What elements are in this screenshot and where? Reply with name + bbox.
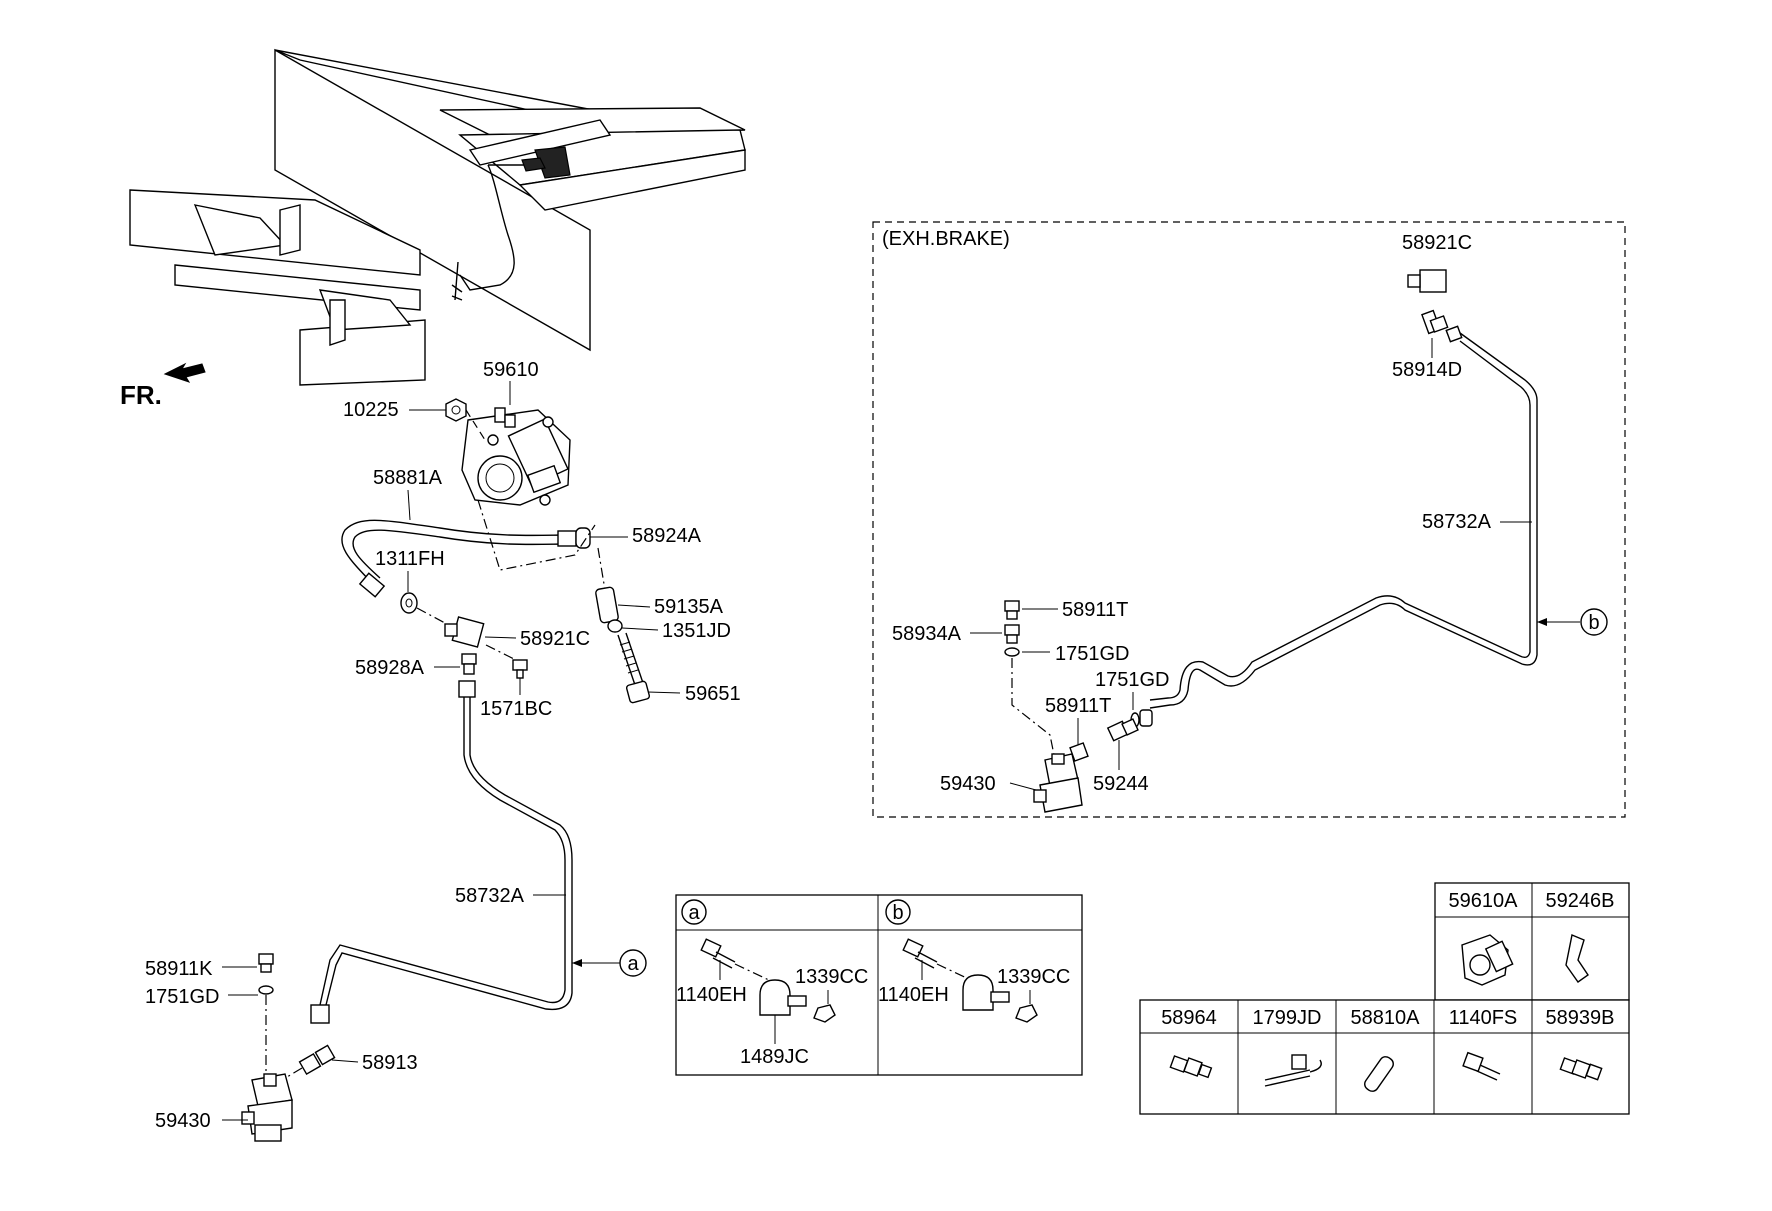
part-58911K-plug [258,953,274,973]
exh-label-58911T-top: 58911T [1062,599,1128,621]
label-1351JD: 1351JD [662,620,731,642]
exh-part-58934A [1004,624,1020,644]
front-arrow-icon [163,362,206,383]
part-1751GD-oring-left [258,985,274,995]
part-10225-nut [445,398,467,422]
callout-b: b [1537,608,1608,636]
exh-label-58732A: 58732A [1422,511,1492,533]
table-cell-58964: 58964 [1161,1007,1217,1029]
callout-b-label: b [1588,612,1599,634]
detail-box: a 1140EH 1339CC 1489JC b 1140EH 13 [675,894,1083,1076]
table-icon-58939B [1559,1057,1603,1081]
label-58732A: 58732A [455,885,525,907]
exh-part-58914D [1421,309,1449,335]
table-icon-59610A [1461,934,1514,986]
front-indicator-label: FR. [120,380,162,410]
label-58913: 58913 [362,1052,418,1074]
front-indicator: FR. [120,362,206,410]
exh-part-59430 [1033,753,1083,813]
parts-table: 59610A 59246B 58964 1799JD 58810A 1140FS… [1139,882,1630,1115]
fitting-lower [310,1004,330,1024]
exh-brake-title: (EXH.BRAKE) [882,228,1010,250]
table-icon-58964 [1169,1055,1213,1079]
table-cell-58939B: 58939B [1546,1007,1615,1029]
exh-label-1751GD-right: 1751GD [1095,669,1170,691]
part-59430-valve-left [241,1073,293,1142]
detail-b: b 1140EH 1339CC [878,899,1070,1023]
label-58881A: 58881A [373,467,443,489]
part-1311FH-washer [400,592,418,614]
label-59610: 59610 [483,359,539,381]
callout-a: a [572,949,647,977]
detail-a-bolt-label: 1140EH [676,984,747,1006]
detail-b-bolt-label: 1140EH [878,984,949,1006]
label-58928A: 58928A [355,657,425,679]
exh-part-1751GD-left [1004,647,1020,657]
detail-a-letter: a [688,902,700,924]
label-58911K: 58911K [145,958,213,980]
part-58913-elbow [298,1044,336,1076]
exh-brake-box: (EXH.BRAKE) 58921C 58914D 58732A b [872,221,1626,818]
label-58924A: 58924A [632,525,702,547]
detail-a-nut-label: 1339CC [795,966,868,988]
table-icon-59246B [1565,934,1589,983]
exh-label-59430: 59430 [940,773,996,795]
chassis-frame-illustration [129,48,746,386]
table-cell-1140FS: 1140FS [1449,1007,1518,1029]
detail-a: a 1140EH 1339CC 1489JC [676,899,868,1068]
table-icon-58810A [1364,1056,1394,1092]
part-58928A-fitting [461,653,477,675]
table-icon-1140FS [1462,1051,1501,1081]
exh-label-58911T-mid: 58911T [1045,695,1111,717]
table-cell-58810A: 58810A [1351,1007,1421,1029]
callout-a-label: a [627,953,639,975]
part-59651-bolt [617,632,651,704]
label-1571BC: 1571BC [480,698,552,720]
label-10225: 10225 [343,399,399,421]
part-1351JD-washer [607,619,623,633]
valve-assembly-59610 [461,407,571,506]
part-1571BC-bolt [512,659,528,679]
table-cell-59246B: 59246B [1546,890,1615,912]
part-58921C-connector [444,616,485,648]
label-59135A: 59135A [654,596,724,618]
label-1751GD: 1751GD [145,986,220,1008]
exh-label-58921C: 58921C [1402,232,1472,254]
label-59430: 59430 [155,1110,211,1132]
label-58921C: 58921C [520,628,590,650]
label-1311FH: 1311FH [375,548,445,570]
exh-part-58921C [1407,269,1447,293]
table-cell-1799JD: 1799JD [1253,1007,1322,1029]
exh-label-1751GD-left: 1751GD [1055,643,1130,665]
detail-b-letter: b [892,902,903,924]
detail-a-clamp-label: 1489JC [740,1046,809,1068]
exh-label-58934A: 58934A [892,623,962,645]
exh-label-59244: 59244 [1093,773,1149,795]
table-cell-59610A: 59610A [1449,890,1519,912]
label-59651: 59651 [685,683,741,705]
table-icon-1799JD [1264,1054,1322,1087]
pipe-58732A [319,680,573,1011]
detail-b-nut-label: 1339CC [997,966,1070,988]
exh-part-58911T-top [1004,600,1020,620]
exh-part-59244 [1106,718,1139,742]
exh-part-fitting [1139,709,1153,727]
exh-label-58914D: 58914D [1392,359,1462,381]
hose-58881A [341,519,591,598]
part-59135A-sleeve [595,586,619,624]
